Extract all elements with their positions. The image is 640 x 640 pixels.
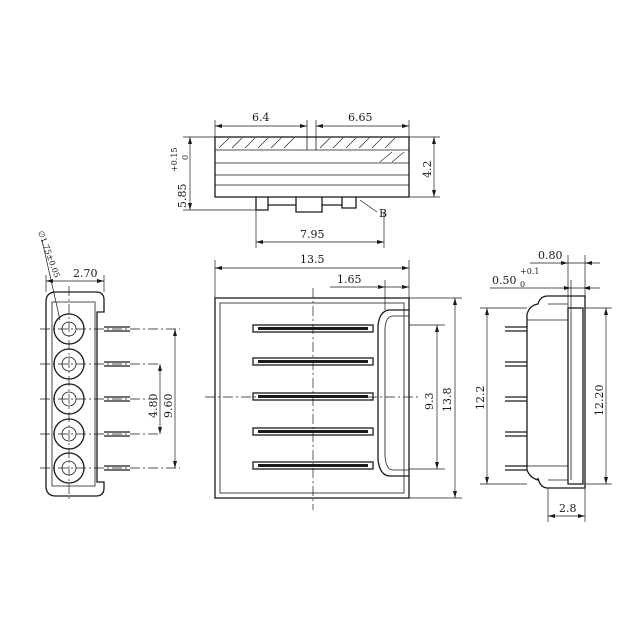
dim-2-70: 2.70 xyxy=(73,267,98,280)
dim-5-85-tol-lower: 0 xyxy=(181,155,190,160)
dim-12-20: 12.20 xyxy=(593,385,606,417)
dim-0-50-tol-lower: 0 xyxy=(520,280,525,289)
dim-5-85: 5.85 xyxy=(176,184,189,209)
dim-4-80: 4.80 xyxy=(147,394,160,419)
dim-12-2: 12.2 xyxy=(474,386,487,411)
dim-13-5: 13.5 xyxy=(300,253,325,266)
right-view: 0.80 0.50 +0.1 0 12.2 12.20 2.8 xyxy=(474,249,612,522)
section-hatching xyxy=(218,137,405,163)
dim-0-50: 0.50 xyxy=(492,274,517,287)
dim-1-65: 1.65 xyxy=(337,273,362,286)
dim-2-8: 2.8 xyxy=(559,502,577,515)
detail-label-b: B xyxy=(379,207,387,220)
dim-5-85-tol-upper: +0.15 xyxy=(170,147,179,172)
dim-0-50-tol-upper: +0.1 xyxy=(520,267,539,276)
dim-13-8: 13.8 xyxy=(441,388,454,413)
dim-0-80: 0.80 xyxy=(538,249,563,262)
dim-7-95: 7.95 xyxy=(300,228,325,241)
contact-slots xyxy=(252,324,374,470)
dim-4-2: 4.2 xyxy=(421,161,434,179)
dim-9-3: 9.3 xyxy=(423,393,436,411)
dim-6-4: 6.4 xyxy=(252,111,270,124)
top-view: B 6.4 6.65 4.2 5.85 +0.15 0 xyxy=(170,111,440,248)
right-pins xyxy=(505,326,527,471)
pins xyxy=(104,326,130,471)
dim-9-60: 9.60 xyxy=(162,394,175,419)
front-view: 13.5 1.65 9.3 13.8 xyxy=(205,253,462,510)
left-view: ∅1.75±0.05 2.70 4.80 9.60 xyxy=(36,230,180,502)
dim-6-65: 6.65 xyxy=(348,111,373,124)
